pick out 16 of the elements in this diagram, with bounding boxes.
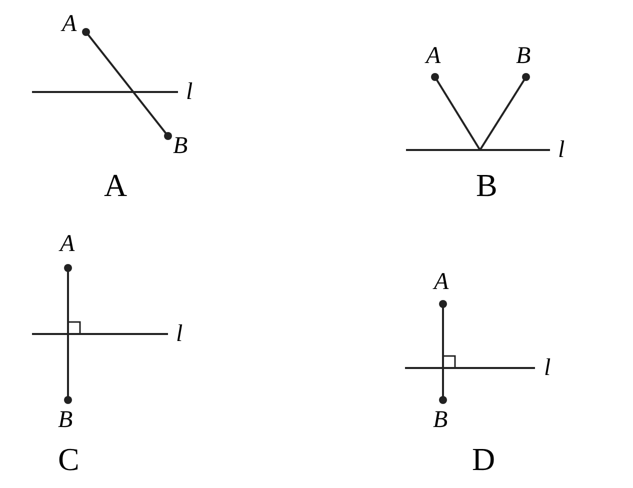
- figure-caption: A: [104, 168, 128, 202]
- point-label: A: [62, 12, 77, 36]
- point-label: B: [433, 408, 448, 432]
- figure-caption: B: [476, 168, 498, 202]
- line-label: l: [544, 354, 551, 382]
- line-label: l: [186, 78, 193, 106]
- point-label: A: [434, 270, 449, 294]
- line-label: l: [176, 320, 183, 348]
- figure-caption: D: [472, 442, 496, 476]
- point-label: B: [173, 134, 188, 158]
- figure-caption: C: [58, 442, 80, 476]
- point-label: A: [426, 44, 441, 68]
- point-label: B: [516, 44, 531, 68]
- line-label: l: [558, 136, 565, 164]
- point-label: B: [58, 408, 73, 432]
- point-label: A: [60, 232, 75, 256]
